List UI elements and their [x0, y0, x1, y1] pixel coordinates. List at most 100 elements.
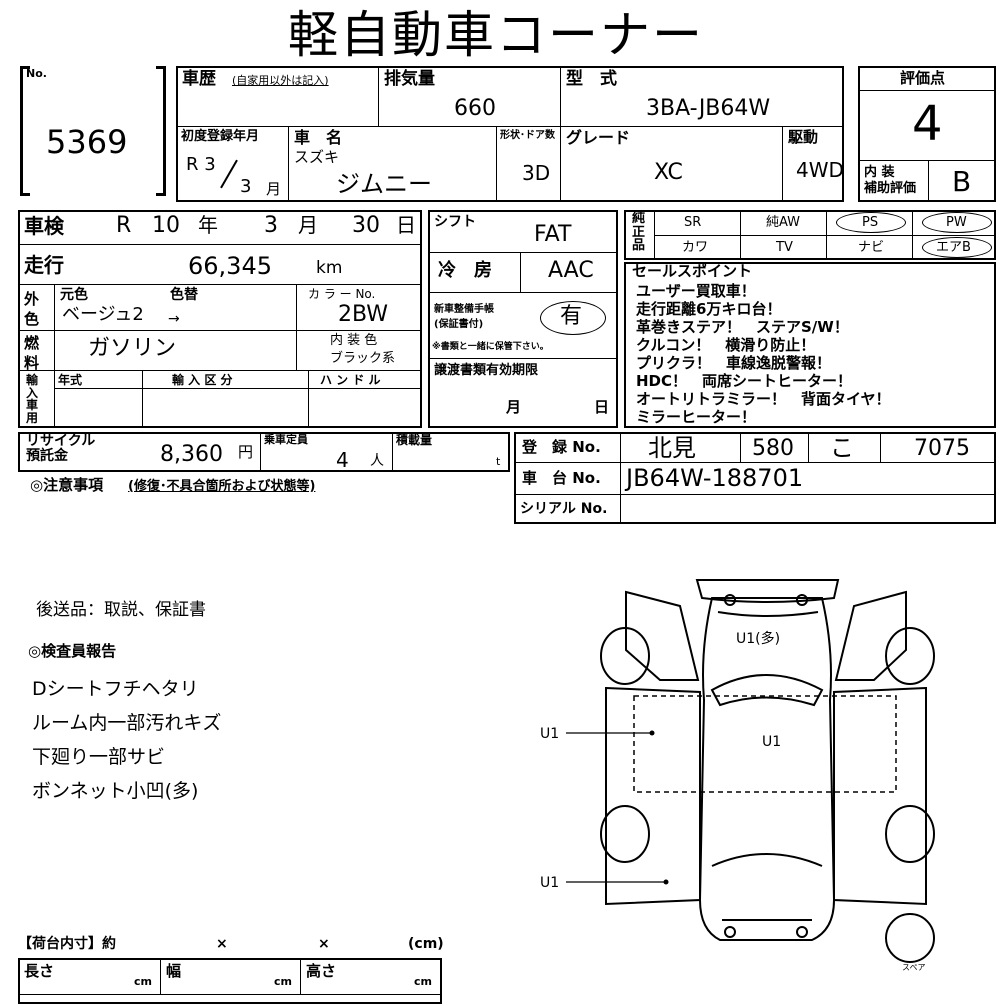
equipment-navi: ナビ [858, 240, 885, 255]
interior-rating-label: 内 装 補助評価 [864, 165, 917, 196]
car-name: ジムニー [336, 170, 432, 198]
sales-point: オートリトラミラー！ 背面タイヤ！ [636, 390, 891, 408]
inspection-year: 10 [152, 213, 180, 238]
left-rear-wheel [600, 805, 650, 863]
vehicle-info-box [176, 66, 844, 202]
recycle-value: 8,360 [160, 442, 223, 467]
ac-value: AAC [548, 258, 594, 283]
drive-label: 駆動 [788, 128, 819, 146]
sales-point: ユーザー買取車！ [636, 282, 756, 300]
first-reg-month: 3 [240, 176, 252, 197]
transfer-month: 月 [506, 398, 522, 416]
cargo-length-unit: cm [134, 975, 152, 988]
color-arrow: → [168, 311, 180, 327]
caution-label: ◎注意事項 [30, 476, 104, 494]
warranty-label: 新車整備手帳 (保証書付) [434, 304, 494, 330]
inspector-report-label: ◎検査員報告 [28, 642, 117, 660]
recycle-box [18, 432, 510, 472]
inspection-day-unit: 日 [396, 213, 416, 237]
registration-box [514, 432, 996, 524]
cargo-unit: (cm) [408, 936, 444, 952]
warranty-note: ※書類と一緒に保管下さい。 [432, 342, 549, 352]
import-year-label: 年式 [58, 373, 83, 387]
history-label: 車歴 [182, 69, 216, 89]
right-front-wheel [885, 627, 935, 685]
mileage-label: 走行 [24, 253, 64, 277]
cargo-height-unit: cm [414, 975, 432, 988]
equipment-aw: 純AW [766, 215, 801, 230]
rear-window [711, 853, 823, 867]
sales-point: クルコン！ 横滑り防止！ [636, 336, 816, 354]
load-label: 積載量 [396, 433, 433, 447]
report-line: Dシートフチヘタリ [32, 678, 199, 700]
color-value: ベージュ2 [62, 304, 144, 325]
shift-box [428, 210, 618, 428]
caution-note: (修復･不具合箇所および状態等) [128, 479, 316, 494]
mileage-value: 66,345 [188, 252, 272, 280]
transfer-day: 日 [594, 398, 610, 416]
first-reg-month-unit: 月 [266, 180, 282, 198]
recycle-unit: 円 [238, 443, 254, 461]
inspection-day: 30 [352, 213, 380, 238]
change-color-label: 色替 [170, 287, 198, 303]
windshield [710, 674, 824, 707]
car-maker: スズキ [294, 148, 340, 166]
inspection-month-unit: 月 [298, 213, 318, 237]
sales-point: HDC！ 両席シートヒーター！ [636, 372, 853, 390]
rating-box [858, 66, 996, 202]
equipment-label: 純正品 [632, 211, 646, 254]
inspection-label: 車検 [24, 214, 64, 238]
inspection-era: R [116, 213, 132, 238]
shift-value: FAT [534, 222, 572, 247]
equipment-tv: TV [776, 240, 793, 255]
right-side-panel [833, 686, 927, 906]
left-front-fender [625, 590, 700, 681]
equipment-leather: カワ [682, 240, 709, 255]
body-value: 3D [522, 161, 551, 185]
ac-label: 冷 房 [438, 260, 492, 281]
lot-label: No. [26, 67, 47, 80]
inspection-box [18, 210, 422, 428]
chassis-value: JB64W-188701 [626, 464, 804, 492]
sent-later-note: 後送品：取説、保証書 [36, 600, 206, 620]
grade-value: XC [654, 160, 683, 185]
capacity-unit: 人 [370, 453, 384, 469]
right-front-fender [834, 590, 907, 681]
sales-points-box [624, 262, 996, 428]
car-name-label: 車 名 [294, 128, 343, 147]
left-front-wheel [600, 627, 650, 685]
equipment-airbag: エアB [936, 240, 971, 255]
damage-label-left-side: U1 [540, 726, 560, 742]
shift-label: シフト [434, 214, 476, 230]
interior-color-label: 内 装 色 [330, 333, 378, 348]
import-category-label: 輸 入 区 分 [172, 373, 233, 387]
report-line: ボンネット小凹(多) [32, 780, 199, 802]
equipment-ps: PS [862, 215, 879, 230]
left-side-panel [605, 686, 701, 906]
displacement-label: 排気量 [384, 69, 435, 89]
registration-label: 登 録 No. [522, 438, 601, 456]
import-handle-label: ハ ン ド ル [320, 373, 381, 387]
color-code-label: カ ラ ー No. [308, 287, 376, 301]
registration-area: 北見 [648, 434, 696, 462]
import-label: 輸入車用 [26, 373, 39, 425]
registration-kana: こ [830, 434, 854, 462]
sales-points-label: セールスポイント [632, 262, 753, 280]
fuel-value: ガソリン [88, 336, 177, 361]
rating-label: 評価点 [900, 69, 946, 87]
damage-label-roof: U1 [762, 734, 782, 750]
roof-area [633, 695, 897, 793]
drive-value: 4WD [796, 158, 844, 182]
cargo-width-label: 幅 [166, 962, 182, 980]
color-code: 2BW [338, 302, 389, 327]
sales-point: プリクラ！ 車線逸脱警報！ [636, 354, 832, 372]
load-unit: t [496, 455, 501, 468]
cargo-x2: × [318, 936, 330, 952]
registration-class: 580 [752, 436, 794, 461]
chassis-label: 車 台 No. [522, 469, 601, 487]
model-value: 3BA-JB64W [646, 96, 771, 121]
warranty-circle [540, 301, 606, 335]
interior-rating-value: B [952, 165, 972, 198]
report-line: 下廻り一部サビ [32, 746, 166, 768]
